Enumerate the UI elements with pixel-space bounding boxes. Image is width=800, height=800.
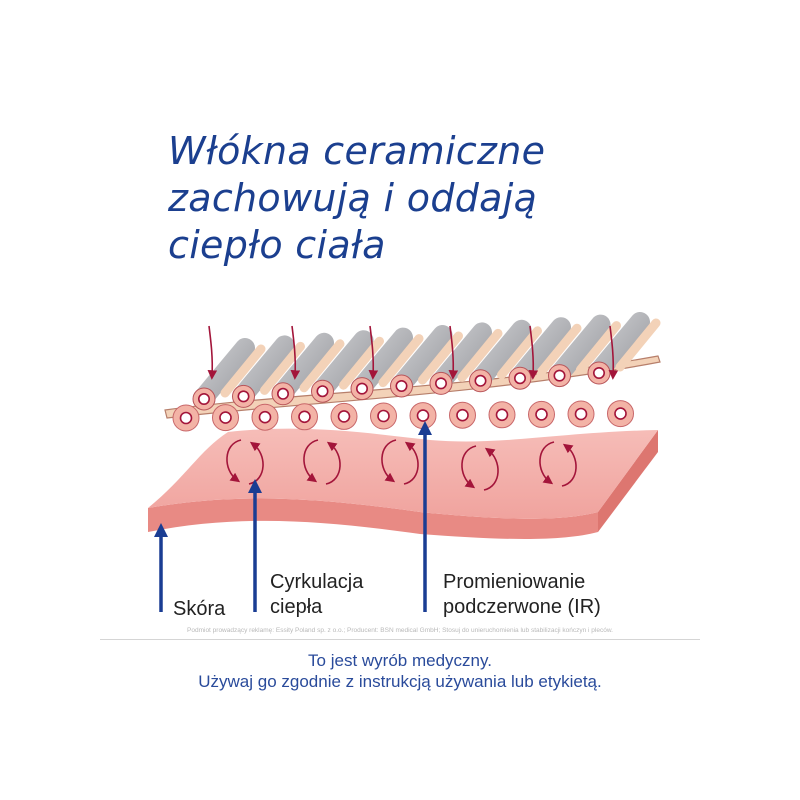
heat-arrow <box>290 325 301 380</box>
fiber-core <box>219 411 232 424</box>
gray-fiber <box>274 332 334 401</box>
gray-fiber <box>234 335 295 404</box>
loop-arrow <box>561 443 577 487</box>
title-line-1: Włókna ceramiczne <box>168 129 546 173</box>
fiber-core <box>258 410 272 424</box>
fiber-core <box>377 409 390 423</box>
fiber-core <box>513 372 526 385</box>
infrared-label-line-1: Promieniowanie <box>443 571 586 593</box>
fiber-core <box>434 377 447 390</box>
loop-arrow <box>226 439 242 483</box>
fiber-core <box>337 410 351 423</box>
peach-strand <box>299 339 345 393</box>
fiber-core <box>276 387 289 400</box>
skin-label-text: Skóra <box>173 598 226 620</box>
fiber-core <box>474 374 487 387</box>
gray-fiber <box>313 330 374 399</box>
legal-disclaimer: Podmiot prowadzący reklamę: Essity Polan… <box>187 627 613 634</box>
peach-strand <box>457 328 503 382</box>
lower-fiber-row <box>172 400 634 432</box>
loop-arrow <box>303 439 319 483</box>
fiber-core <box>535 408 548 421</box>
upper-fiber-row <box>192 361 611 411</box>
footer-line-2: Używaj go zgodnie z instrukcją używania … <box>198 672 602 691</box>
heat-arrow <box>608 325 619 380</box>
fiber-core <box>495 408 509 422</box>
gray-fiber <box>195 338 255 406</box>
main-title: Włókna ceramiczne zachowują i oddają cie… <box>168 128 545 269</box>
circulation-label-line-2: ciepła <box>270 596 323 618</box>
loop-arrow <box>539 441 555 485</box>
peach-strand <box>220 344 266 398</box>
ceramic-fabric <box>164 312 661 432</box>
loop-arrow <box>461 445 477 489</box>
medical-device-notice: To jest wyrób medyczny. Używaj go zgodni… <box>100 650 700 692</box>
divider-line <box>100 639 700 640</box>
loop-arrow <box>325 441 341 485</box>
heat-arrow <box>207 325 218 380</box>
fiber-core <box>198 392 211 405</box>
fiber-core <box>298 410 311 424</box>
circulation-loop <box>539 441 577 487</box>
fiber-core <box>316 385 329 398</box>
fiber-core <box>553 369 566 382</box>
skin-top-face <box>148 428 658 519</box>
skin-label: Skóra <box>173 597 225 622</box>
loop-arrow <box>403 441 419 485</box>
footer-line-1: To jest wyrób medyczny. <box>308 651 492 670</box>
fiber-core <box>179 411 193 425</box>
heat-arrow <box>448 325 459 380</box>
peach-strand <box>339 336 384 390</box>
fiber-core <box>592 366 605 379</box>
circulation-label-line-1: Cyrkulacja <box>270 571 364 593</box>
fiber-core <box>237 390 250 403</box>
circulation-loop <box>303 439 341 485</box>
skin-layer <box>148 428 658 539</box>
gray-fiber <box>590 312 650 380</box>
skin-side-face <box>598 430 658 532</box>
peach-strand <box>536 323 582 377</box>
fiber-core <box>574 407 588 421</box>
skin-front-face <box>148 498 598 539</box>
fiber-core <box>355 382 368 395</box>
gray-fiber <box>392 325 453 393</box>
gray-fiber <box>550 314 611 383</box>
heat-arrow <box>528 325 539 380</box>
circulation-loop <box>381 439 419 485</box>
infrared-label-line-2: podczerwone (IR) <box>443 596 601 618</box>
infrared-label: Promieniowanie podczerwone (IR) <box>443 570 601 620</box>
fiber-core <box>456 408 469 422</box>
circulation-loop <box>461 445 499 491</box>
fiber-core <box>416 409 430 422</box>
fiber-core <box>614 407 627 420</box>
incoming-heat-arrows <box>207 325 619 380</box>
loop-arrow <box>381 439 397 483</box>
circulation-label: Cyrkulacja ciepła <box>270 570 363 620</box>
peach-strand <box>378 334 424 388</box>
gray-fiber <box>471 319 532 388</box>
peach-strand <box>615 318 661 372</box>
loop-arrow <box>483 447 499 491</box>
fiber-core <box>395 379 408 392</box>
title-line-2: zachowują i oddają <box>168 176 538 220</box>
label-arrows <box>154 421 432 612</box>
gray-fiber <box>511 317 571 386</box>
heat-arrow <box>368 325 379 380</box>
title-line-3: ciepło ciała <box>168 223 386 267</box>
